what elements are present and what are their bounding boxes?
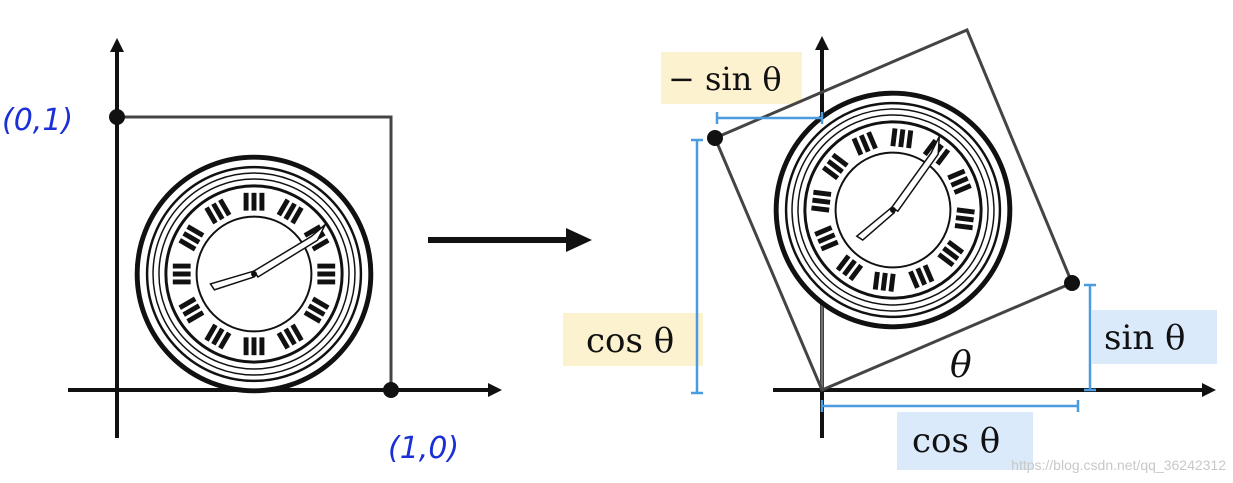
point-1-0	[383, 382, 399, 398]
label-cos-theta-bottom: cos θ	[912, 421, 1000, 461]
rotated-square	[713, 28, 1074, 392]
highlight-sin-right	[1092, 310, 1217, 364]
label-theta: θ	[950, 345, 972, 386]
highlight-neg-sin	[661, 52, 802, 104]
clock-icon	[137, 157, 371, 391]
watermark: https://blog.csdn.net/qq_36242312	[1011, 457, 1226, 473]
label-neg-sin-theta: − sin θ	[668, 60, 782, 98]
bracket-cos-left	[691, 138, 703, 395]
point-0-1	[109, 109, 125, 125]
right-panel: − sin θ cos θ sin θ θ cos θ	[563, 28, 1217, 470]
right-arrow-head	[566, 228, 592, 252]
bracket-cos-bottom	[820, 400, 1080, 412]
handwritten-label-1-0: (1,0)	[388, 431, 459, 466]
bracket-sin-right	[1084, 283, 1096, 392]
highlight-cos-left	[563, 313, 703, 366]
left-unit-square	[117, 115, 393, 390]
highlight-cos-bottom	[897, 412, 1033, 470]
point-rotated-e2	[707, 130, 723, 146]
bracket-neg-sin	[715, 112, 824, 124]
point-rotated-e1	[1064, 275, 1080, 291]
label-cos-theta-left: cos θ	[586, 321, 674, 361]
label-sin-theta-right: sin θ	[1104, 318, 1186, 358]
handwritten-label-0-1: (0,1)	[2, 103, 73, 138]
left-panel: (0,1) (1,0)	[2, 38, 502, 466]
